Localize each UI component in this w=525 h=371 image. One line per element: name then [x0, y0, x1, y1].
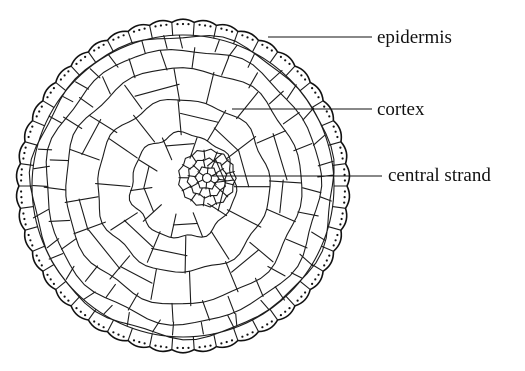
cortex-label: cortex	[377, 99, 425, 120]
central-strand-label: central strand	[388, 165, 491, 186]
stem-cross-section	[17, 19, 350, 353]
epidermis-label: epidermis	[377, 27, 452, 48]
epidermis-ring	[17, 19, 350, 353]
